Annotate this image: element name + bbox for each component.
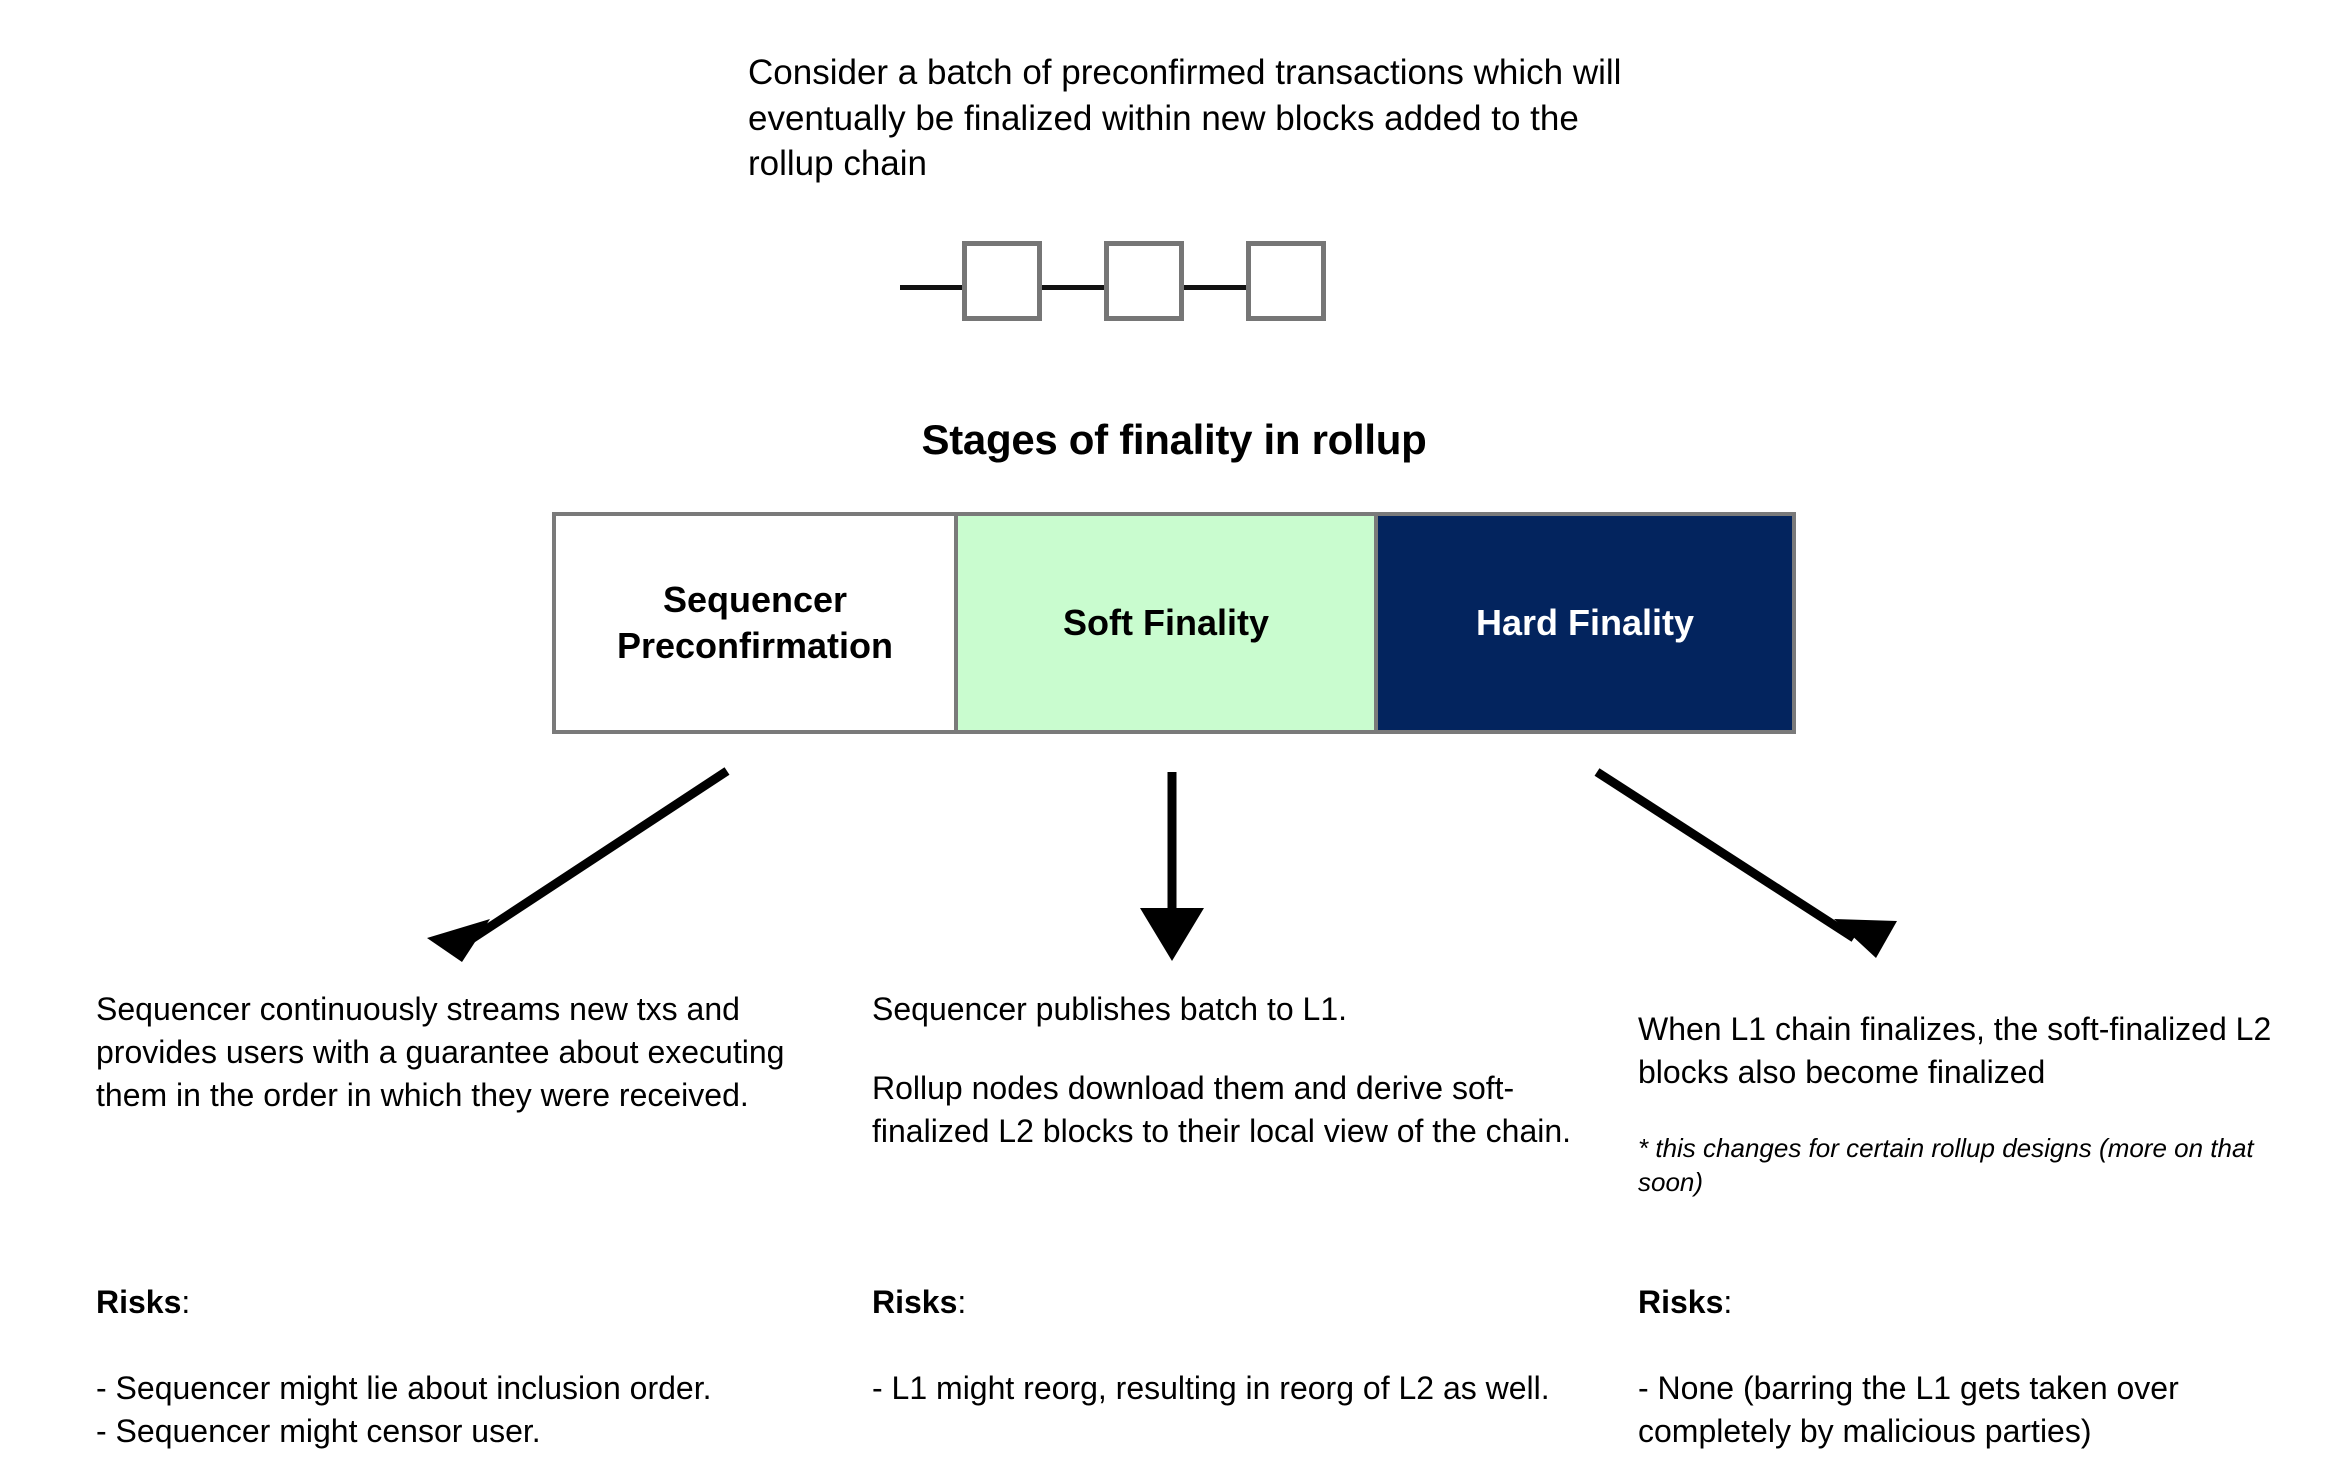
arrow-to-soft-finality-notes [1140,772,1204,961]
notes-column-soft-finality: Sequencer publishes batch to L1. Rollup … [872,988,1572,1406]
soft-finality-notes-body-1: Sequencer publishes batch to L1. [872,991,1347,1027]
sequencer-risks-list: - Sequencer might lie about inclusion or… [96,1369,712,1449]
soft-finality-risks-block: Risks: - L1 might reorg, resulting in re… [872,1238,1572,1452]
risks-label: Risks [1638,1283,1724,1320]
notes-column-hard-finality: When L1 chain finalizes, the soft-finali… [1638,1008,2318,1449]
sequencer-risks-heading: Risks: [96,1281,796,1324]
intro-paragraph: Consider a batch of preconfirmed transac… [748,53,1622,183]
soft-finality-notes-body-2: Rollup nodes download them and derive so… [872,1069,1572,1149]
sequencer-notes-body: Sequencer continuously streams new txs a… [96,991,785,1113]
soft-finality-risks-list: - L1 might reorg, resulting in reorg of … [872,1369,1550,1406]
stage-sequencer-preconfirmation: Sequencer Preconfirmation [556,516,958,730]
hard-finality-risks-block: Risks: - None (barring the L1 gets taken… [1638,1238,2318,1482]
hard-finality-notes-body: When L1 chain finalizes, the soft-finali… [1638,1011,2272,1090]
stage-hard-finality: Hard Finality [1378,516,1792,730]
rollup-chain-diagram [900,238,1380,338]
hard-finality-footnote: * this changes for certain rollup design… [1638,1132,2254,1197]
sequencer-risks-block: Risks: - Sequencer might lie about inclu… [96,1238,796,1482]
chain-block-3 [1246,241,1326,321]
hard-finality-risks-list: - None (barring the L1 gets taken over c… [1638,1369,2179,1449]
section-title: Stages of finality in rollup [921,416,1427,463]
risks-label: Risks [96,1283,182,1320]
risks-colon: : [957,1283,967,1320]
notes-column-sequencer: Sequencer continuously streams new txs a… [96,988,796,1449]
arrow-to-sequencer-notes [427,767,730,962]
soft-finality-risks-heading: Risks: [872,1281,1572,1324]
chain-link-0 [900,285,962,290]
chain-link-1 [1042,285,1104,290]
chain-block-1 [962,241,1042,321]
risks-label: Risks [872,1283,958,1320]
chain-link-2 [1184,285,1246,290]
chain-block-2 [1104,241,1184,321]
risks-colon: : [181,1283,191,1320]
arrow-to-hard-finality-notes [1594,768,1897,958]
risks-colon: : [1723,1283,1733,1320]
stage-soft-finality: Soft Finality [958,516,1378,730]
hard-finality-risks-heading: Risks: [1638,1281,2318,1324]
finality-stages-bar: Sequencer Preconfirmation Soft Finality … [552,512,1796,734]
